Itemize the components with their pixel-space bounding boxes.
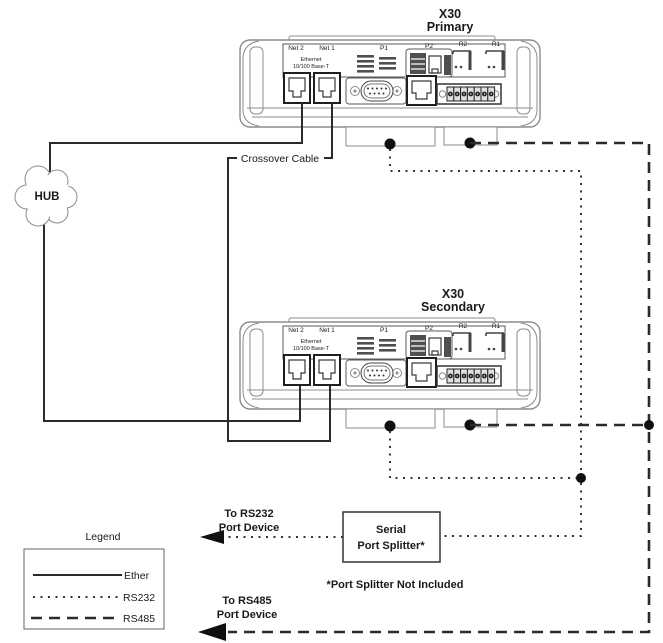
- serial-port-splitter: Serial Port Splitter*: [342, 511, 441, 563]
- cable-primary-net2-to-hub: [49, 103, 303, 174]
- hub-cloud: HUB: [14, 165, 78, 227]
- legend-entry-ether: Ether: [124, 570, 150, 582]
- splitter-footnote: *Port Splitter Not Included: [327, 579, 464, 591]
- splitter-label-line2: Port Splitter*: [357, 540, 425, 552]
- splitter-box: [342, 511, 441, 563]
- rs485-endpoint-line1: To RS485: [222, 595, 271, 607]
- cable-hub-to-secondary-net2: [43, 218, 301, 422]
- rs485-route: [198, 141, 654, 641]
- hub-label: HUB: [35, 191, 60, 203]
- legend-title: Legend: [85, 531, 120, 543]
- rs232-endpoint-line1: To RS232: [224, 508, 273, 520]
- cable-crossover-upper: [324, 103, 333, 159]
- legend-entry-rs485: RS485: [123, 613, 155, 625]
- legend-box: [23, 548, 165, 630]
- rs232-secondary-branch: [389, 431, 581, 479]
- legend: Legend Ether RS232 RS485: [23, 531, 165, 630]
- rs485-endpoint-line2: Port Device: [217, 609, 278, 621]
- rs232-junction-dot: [576, 473, 586, 483]
- crossover-cable-label: Crossover Cable: [241, 153, 319, 165]
- secondary-title-line2: Secondary: [421, 300, 485, 314]
- ethernet-cables: [43, 103, 333, 442]
- legend-entry-rs232: RS232: [123, 592, 155, 604]
- x30-primary-device: [238, 34, 542, 151]
- rs485-primary-loop: [228, 141, 651, 634]
- rs485-junction-dot: [644, 420, 654, 430]
- primary-title-line1: X30: [439, 7, 461, 21]
- cable-crossover-lower: [227, 157, 331, 442]
- rs232-endpoint-line2: Port Device: [219, 522, 280, 534]
- rs485-arrowhead: [198, 623, 226, 641]
- primary-title-line2: Primary: [427, 20, 474, 34]
- x30-secondary-device: [238, 316, 542, 433]
- secondary-title-line1: X30: [442, 287, 464, 301]
- rs232-route: [200, 149, 586, 544]
- rs232-arrowhead: [200, 530, 224, 544]
- splitter-label-line1: Serial: [376, 524, 406, 536]
